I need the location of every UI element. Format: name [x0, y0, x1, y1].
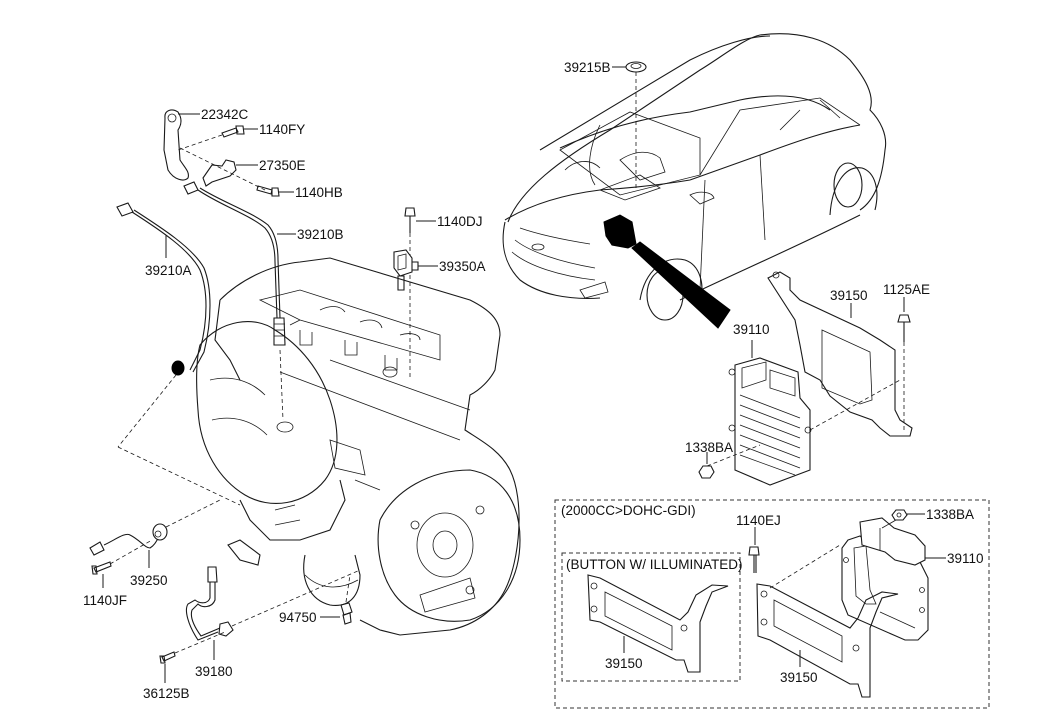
callout-39110-variant: 39110	[947, 551, 984, 566]
callout-1140EJ: 1140EJ	[736, 513, 781, 528]
callout-39210A: 39210A	[145, 263, 192, 278]
part-27350E: 27350E	[179, 147, 306, 191]
part-39110-variant: 39110	[841, 517, 984, 641]
callout-39210B: 39210B	[297, 227, 344, 242]
callout-39150-main: 39150	[830, 288, 868, 303]
callout-39150-variant: 39150	[780, 670, 818, 685]
part-36125B: 36125B	[143, 631, 226, 701]
callout-1140FY: 1140FY	[259, 122, 305, 137]
variant-box-label: (2000CC>DOHC-GDI)	[561, 503, 696, 518]
callout-39215B: 39215B	[564, 60, 611, 75]
callout-1140HB: 1140HB	[295, 185, 343, 200]
callout-39180: 39180	[195, 664, 233, 679]
callout-36125B: 36125B	[143, 686, 190, 701]
callout-1140DJ: 1140DJ	[437, 214, 483, 229]
callout-39250: 39250	[130, 573, 168, 588]
part-39180: 39180	[185, 566, 361, 679]
callout-39350A: 39350A	[439, 259, 486, 274]
vehicle-illustration	[502, 33, 887, 329]
part-1338BA-variant: 1338BA	[881, 507, 974, 529]
part-1140JF: 1140JF	[83, 539, 153, 608]
variant-box-2000cc-dohc-gdi: (2000CC>DOHC-GDI) (BUTTON W/ ILLUMINATED…	[554, 499, 990, 709]
ecu-assembly-main: 39150 1125AE 39110 1338BA	[685, 271, 930, 486]
callout-1338BA-variant: 1338BA	[926, 507, 974, 522]
part-1140FY: 1140FY	[177, 122, 305, 151]
sub-box-label: (BUTTON W/ ILLUMINATED)	[566, 557, 743, 572]
part-94750: 94750	[279, 574, 353, 625]
part-22342C: 22342C	[163, 107, 249, 181]
callout-1140JF: 1140JF	[83, 593, 127, 608]
part-39150-illuminated: 39150	[587, 574, 729, 673]
callout-39150-illuminated: 39150	[605, 656, 643, 671]
part-39250: 39250	[89, 499, 221, 588]
part-1140DJ: 1140DJ	[404, 207, 483, 380]
callout-22342C: 22342C	[201, 107, 249, 122]
part-39150-variant: 39150	[756, 544, 899, 698]
part-39210A: 39210A	[116, 202, 241, 506]
part-39215B: 39215B	[564, 60, 647, 188]
engine-illustration	[196, 257, 521, 636]
callout-1338BA-main: 1338BA	[685, 440, 733, 455]
callout-39110-main: 39110	[733, 322, 770, 337]
callout-1125AE: 1125AE	[883, 282, 930, 297]
part-1140HB: 1140HB	[256, 185, 343, 200]
part-39350A: 39350A	[393, 249, 486, 291]
part-39210B: 39210B	[183, 181, 344, 421]
callout-94750: 94750	[279, 610, 317, 625]
callout-27350E: 27350E	[259, 158, 306, 173]
part-1140EJ: 1140EJ	[736, 513, 781, 573]
